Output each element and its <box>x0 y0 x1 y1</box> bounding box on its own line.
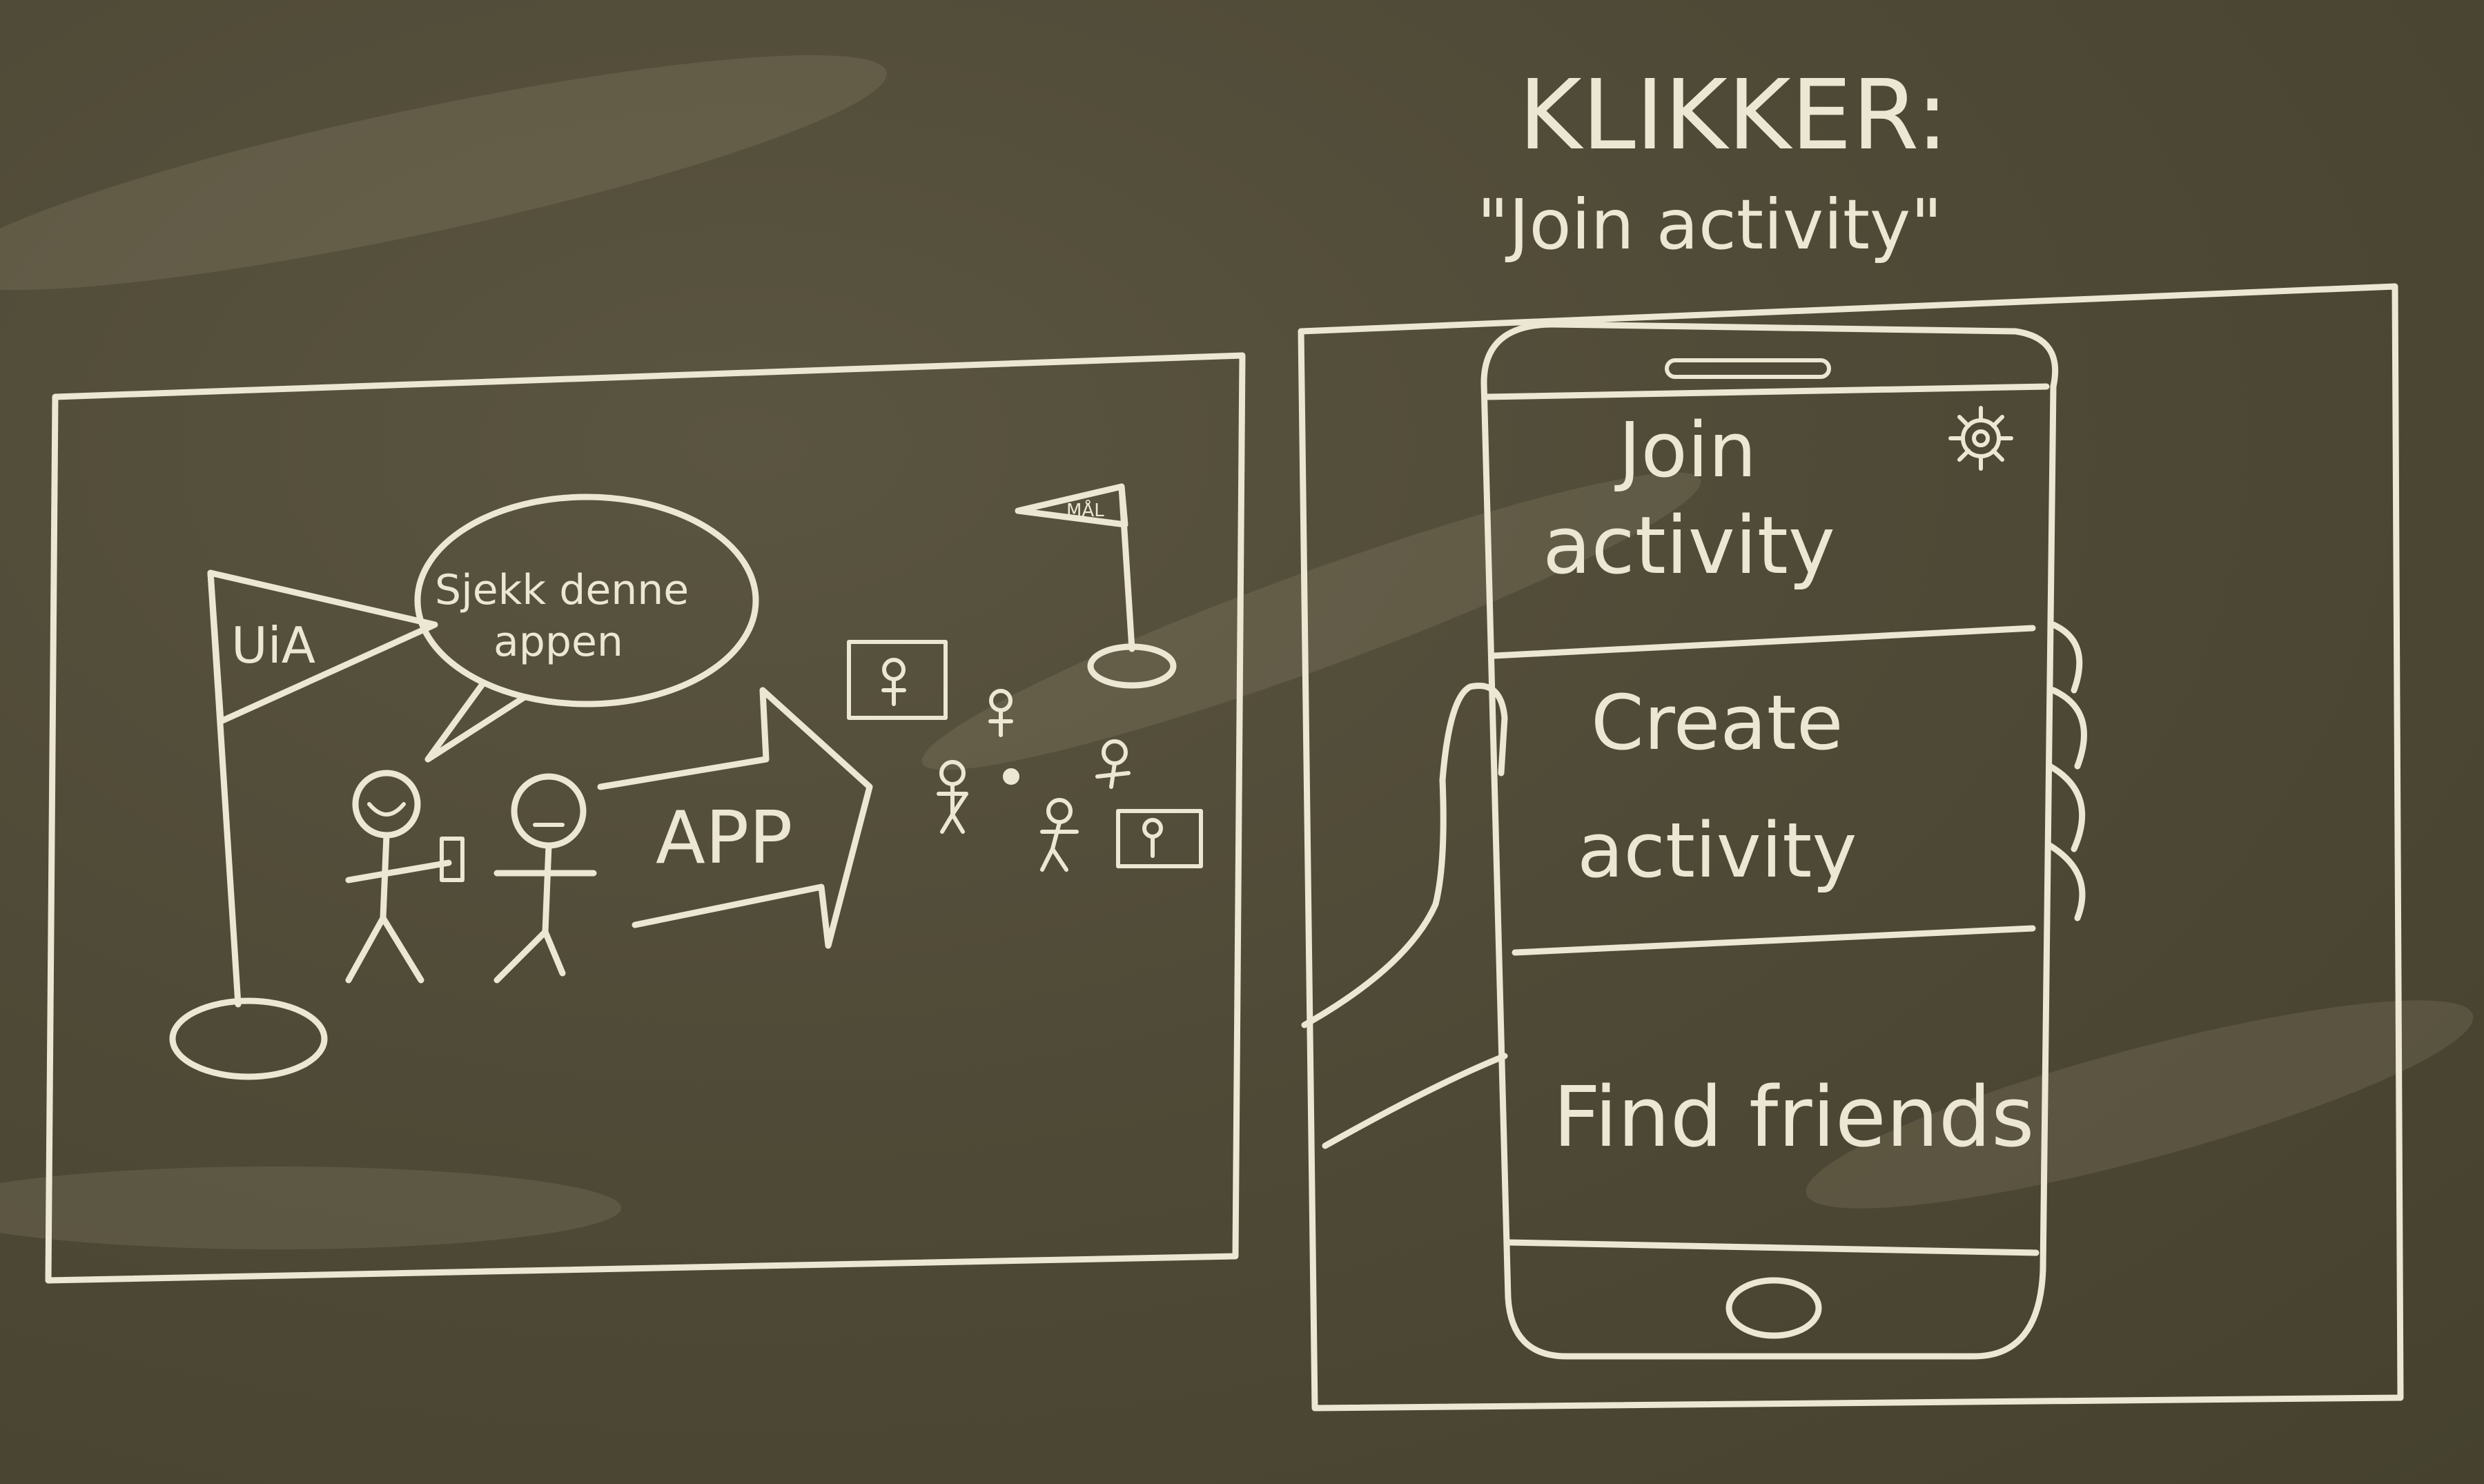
create-activity-line-1: Create <box>1591 678 1844 767</box>
phone-mockup: Join activity Create activity Find frien… <box>1480 321 2059 1360</box>
chalk-smudges <box>0 55 2474 1249</box>
home-button-icon[interactable] <box>1725 1277 1822 1339</box>
heading-subtitle: "Join activity" <box>1477 184 1942 265</box>
gear-icon[interactable] <box>1948 406 2013 471</box>
find-friends-button[interactable]: Find friends <box>1553 1070 2035 1166</box>
join-activity-button[interactable]: Join activity <box>1491 406 2036 659</box>
app-arrow-label: APP <box>656 796 792 880</box>
crowd-figures <box>847 640 1203 872</box>
join-activity-line-2: activity <box>1543 500 1835 592</box>
stick-figure-happy <box>345 770 464 984</box>
phone-speaker <box>1665 358 1831 379</box>
stick-figure-neutral <box>493 773 597 984</box>
create-activity-button[interactable]: Create activity <box>1512 678 2036 956</box>
goal-flag-label: MÅL <box>1066 499 1104 521</box>
speech-bubble-line-1: Sjekk denne <box>435 566 689 614</box>
uia-flag: UiA <box>169 569 438 1080</box>
speech-bubble-line-2: appen <box>493 618 623 666</box>
goal-flag: MÅL <box>1015 483 1177 689</box>
speech-bubble: Sjekk denne appen <box>414 494 759 763</box>
uia-flag-label: UiA <box>231 616 315 674</box>
heading-title: KLIKKER: <box>1518 59 1948 172</box>
storyboard-panel-right: Join activity Create activity Find frien… <box>1298 283 2404 1412</box>
hand-sketch <box>1301 621 2087 1149</box>
storyboard-panel-left: UiA Sjekk denne appen APP <box>45 352 1246 1284</box>
app-arrow: APP <box>597 687 873 949</box>
join-activity-line-1: Join <box>1614 406 1757 494</box>
create-activity-line-2: activity <box>1577 806 1857 895</box>
find-friends-label: Find friends <box>1553 1070 2035 1166</box>
